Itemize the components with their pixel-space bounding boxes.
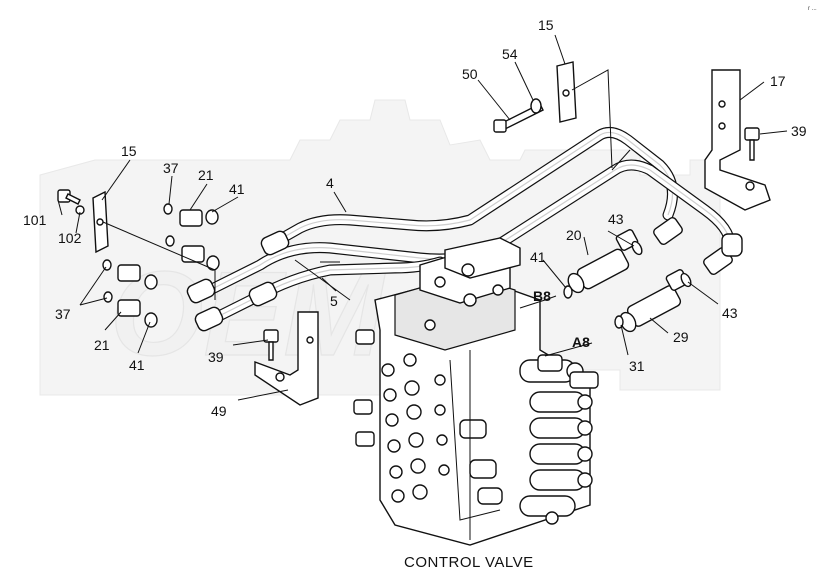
callout-21-top: 21 bbox=[198, 167, 214, 183]
pipe-fittings-right bbox=[653, 217, 743, 275]
clamp-15-top bbox=[556, 61, 577, 123]
corner-mark: r ... bbox=[808, 6, 817, 12]
bracket-49 bbox=[254, 311, 319, 406]
callout-15-top: 15 bbox=[538, 17, 554, 33]
callout-20: 20 bbox=[566, 227, 582, 243]
callout-101: 101 bbox=[23, 212, 47, 228]
callout-5: 5 bbox=[330, 293, 338, 309]
hose-20 bbox=[567, 229, 639, 294]
pipe-elbows-left bbox=[186, 230, 290, 332]
pipe-4 bbox=[264, 126, 678, 251]
diagram-caption: CONTROL VALVE bbox=[404, 554, 534, 571]
callout-39-right: 39 bbox=[791, 123, 807, 139]
callout-29: 29 bbox=[673, 329, 689, 345]
callout-41-top: 41 bbox=[229, 181, 245, 197]
callout-102: 102 bbox=[58, 230, 82, 246]
callout-21-bottom: 21 bbox=[94, 337, 110, 353]
callout-41-right: 41 bbox=[530, 249, 546, 265]
control-valve-body bbox=[353, 237, 599, 546]
callout-37-bottom: 37 bbox=[55, 306, 71, 322]
callout-31: 31 bbox=[629, 358, 645, 374]
o-rings bbox=[102, 203, 692, 329]
callout-17: 17 bbox=[770, 73, 786, 89]
adapters-21 bbox=[117, 209, 205, 317]
callout-43-bottom: 43 bbox=[722, 305, 738, 321]
leader-lines bbox=[57, 34, 788, 401]
clamp-15-left bbox=[92, 190, 109, 254]
callout-A8: A8 bbox=[572, 334, 590, 350]
callout-50: 50 bbox=[462, 66, 478, 82]
callout-15-left: 15 bbox=[121, 143, 137, 159]
callout-49: 49 bbox=[211, 403, 227, 419]
callout-B8: B8 bbox=[533, 288, 551, 304]
callout-39-left: 39 bbox=[208, 349, 224, 365]
bracket-17 bbox=[704, 69, 771, 211]
callout-43-top: 43 bbox=[608, 211, 624, 227]
callouts: 15 54 50 17 39 15 37 21 41 4 101 102 37 … bbox=[23, 17, 807, 419]
callout-54: 54 bbox=[502, 46, 518, 62]
callout-4: 4 bbox=[326, 175, 334, 191]
callout-41-bottom: 41 bbox=[129, 357, 145, 373]
callout-37-top: 37 bbox=[163, 160, 179, 176]
